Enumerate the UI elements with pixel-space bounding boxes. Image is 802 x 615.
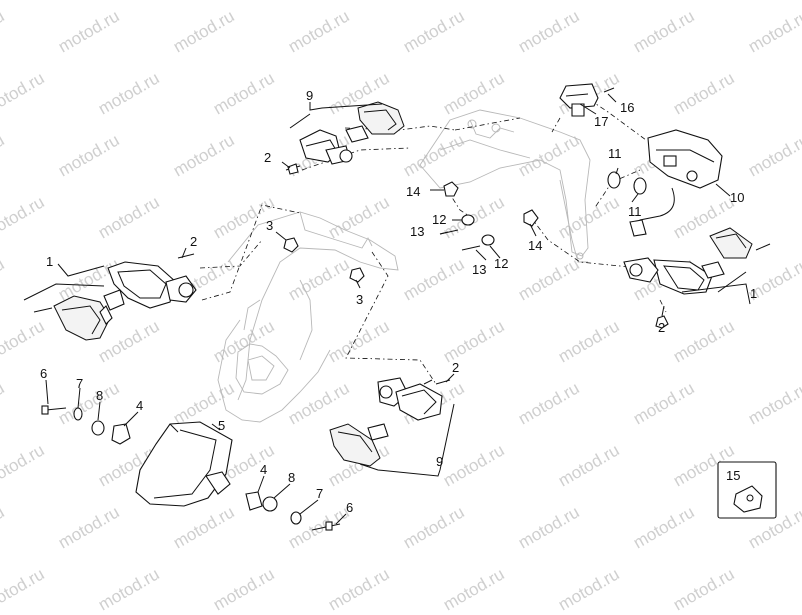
- callout-6-bottom: 6: [346, 500, 353, 515]
- callout-2-center: 2: [452, 360, 459, 375]
- callout-6-left: 6: [40, 366, 47, 381]
- turn-signal-left: [33, 261, 197, 341]
- callout-7-bottom: 7: [316, 486, 323, 501]
- callout-3-upper: 3: [266, 218, 273, 233]
- exploded-parts-diagram: 1 1 2 2 2 2 3 3 4 4 5 6 6 7 7 8 8 9 9 10…: [23, 83, 777, 531]
- callout-15: 15: [726, 468, 740, 483]
- turn-signal-upper-9: [285, 101, 405, 175]
- callout-8-bottom: 8: [288, 470, 295, 485]
- callout-5: 5: [218, 418, 225, 433]
- callout-8-left: 8: [96, 388, 103, 403]
- callout-12-upper: 12: [432, 212, 446, 227]
- callout-2-left: 2: [190, 234, 197, 249]
- callout-14-upper: 14: [406, 184, 420, 199]
- turn-signal-lower-9: [329, 377, 443, 467]
- callout-1-left: 1: [46, 254, 53, 269]
- callout-10: 10: [730, 190, 744, 205]
- callout-labels: 1 1 2 2 2 2 3 3 4 4 5 6 6 7 7 8 8 9 9 10…: [40, 88, 757, 515]
- callout-11-upper: 11: [608, 146, 622, 161]
- callout-11-lower: 11: [628, 204, 642, 219]
- callout-7-left: 7: [76, 376, 83, 391]
- rear-light-5: [135, 421, 233, 507]
- rear-subframe-ghost: [217, 109, 591, 423]
- callout-9-upper: 9: [306, 88, 313, 103]
- callout-4-left: 4: [136, 398, 143, 413]
- callout-13-lower: 13: [472, 262, 486, 277]
- leader-lines: [23, 93, 751, 525]
- assembly-guide-lines: [199, 99, 667, 385]
- callout-17: 17: [594, 114, 608, 129]
- callout-13-upper: 13: [410, 224, 424, 239]
- callout-1-right: 1: [750, 286, 757, 301]
- callout-16: 16: [620, 100, 634, 115]
- callout-2-right: 2: [658, 320, 665, 335]
- callout-3-lower: 3: [356, 292, 363, 307]
- turn-signal-right: [623, 227, 771, 295]
- callout-9-lower: 9: [436, 454, 443, 469]
- hardware-parts: [41, 171, 777, 531]
- callout-14-lower: 14: [528, 238, 542, 253]
- callout-2-upper: 2: [264, 150, 271, 165]
- callout-4-bottom: 4: [260, 462, 267, 477]
- relay-17: [559, 83, 615, 117]
- plate-light-10: [629, 129, 723, 237]
- callout-12-lower: 12: [494, 256, 508, 271]
